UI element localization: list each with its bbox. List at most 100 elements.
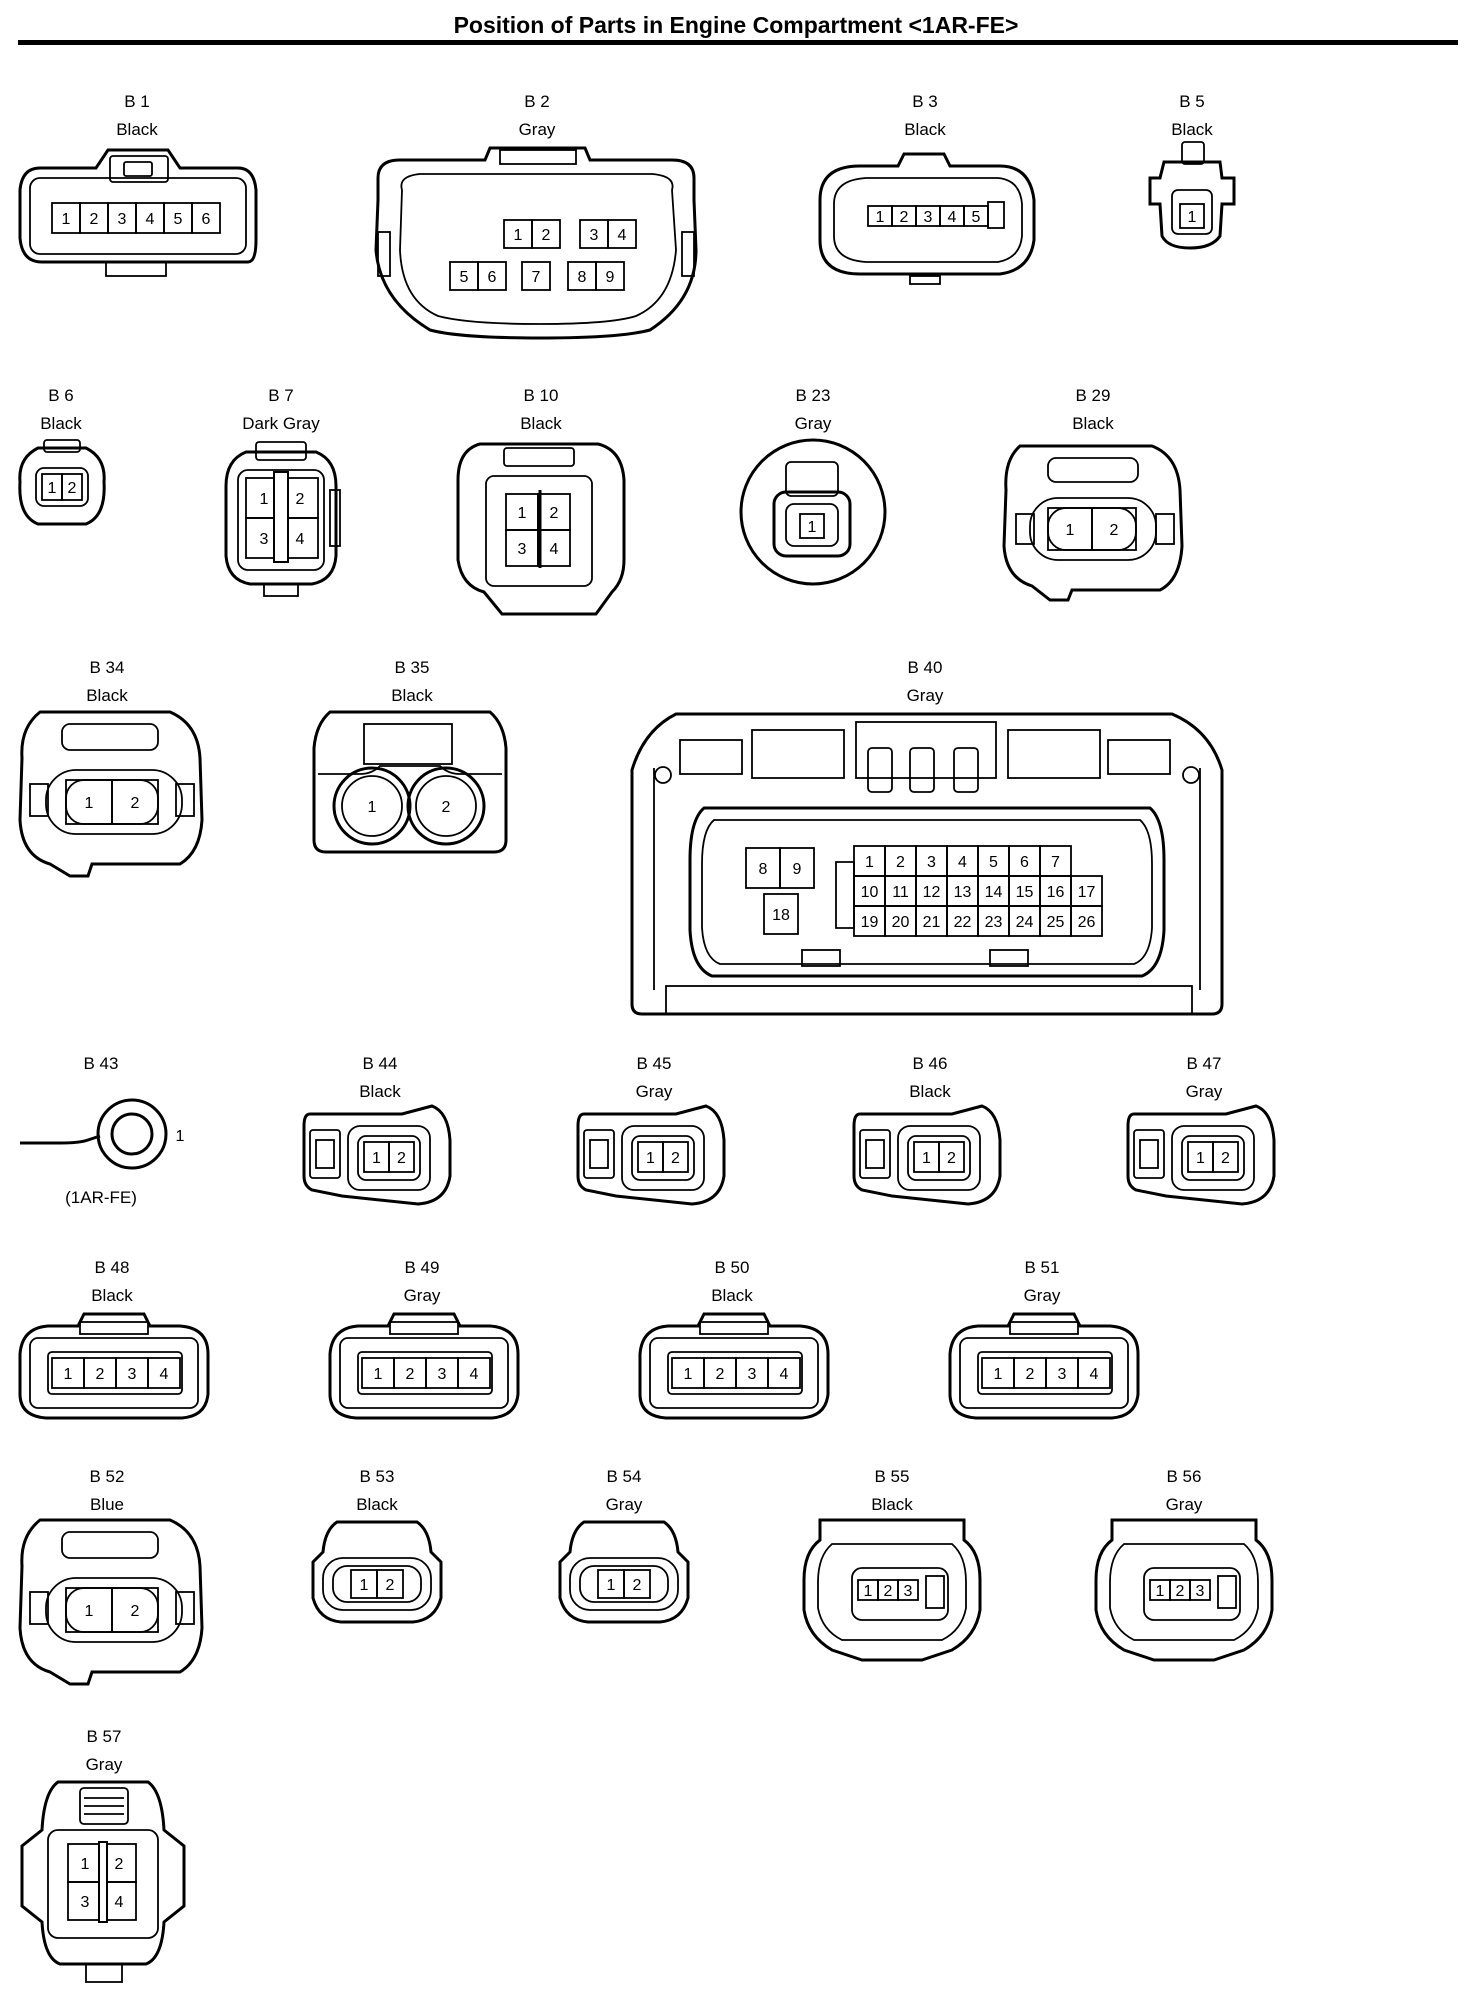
- pin-cell: [763, 893, 799, 935]
- pin-label: 2: [716, 1366, 725, 1383]
- latch: [859, 1129, 891, 1179]
- connector-color: Black: [711, 1286, 753, 1305]
- connector-color: Dark Gray: [242, 414, 320, 433]
- ring-hole: [110, 1112, 154, 1156]
- connector-code: B 54: [607, 1467, 642, 1486]
- connector-color: Black: [91, 1286, 133, 1305]
- spacer: [835, 861, 855, 929]
- connector-code: B 44: [363, 1054, 398, 1073]
- latch-slot: [867, 747, 893, 793]
- inner-outline: [45, 1577, 183, 1643]
- pin-cell: [147, 1357, 181, 1389]
- pin-label: 1: [85, 1603, 94, 1620]
- key-tab: [263, 583, 299, 597]
- inner-outline: [35, 467, 89, 507]
- pin-label: 4: [296, 531, 305, 548]
- pin-cell: [607, 219, 637, 249]
- pin-label: 3: [748, 1366, 757, 1383]
- pin-cell: [767, 1357, 801, 1389]
- pin-label: 4: [958, 854, 967, 871]
- outline: [18, 1312, 210, 1420]
- pin-label: 8: [578, 269, 587, 286]
- outline: [802, 1518, 982, 1662]
- pin-label: 4: [470, 1366, 479, 1383]
- pin-label: 1: [518, 505, 527, 522]
- pin-cell: [938, 1141, 965, 1173]
- connector-color: Blue: [90, 1495, 124, 1514]
- pin-label: 1: [176, 1128, 185, 1145]
- connector-color: Black: [520, 414, 562, 433]
- pin-label: 2: [947, 1150, 956, 1167]
- connector-color: Gray: [606, 1495, 643, 1514]
- latch: [1133, 1129, 1165, 1179]
- connector-note: (1AR-FE): [65, 1188, 137, 1207]
- pin-label: 2: [1026, 1366, 1035, 1383]
- side-rib: [1155, 513, 1175, 545]
- pin-cell: [537, 529, 571, 567]
- latch-inner: [865, 1139, 885, 1169]
- connector-color: Black: [86, 686, 128, 705]
- inner-outline: [649, 1337, 819, 1409]
- latch-slot: [909, 747, 935, 793]
- pin-label: 1: [81, 1856, 90, 1873]
- outline: [638, 1312, 830, 1420]
- pin-label: 6: [1020, 854, 1029, 871]
- outline: [630, 712, 1224, 1016]
- pin-label: 3: [1196, 1583, 1205, 1600]
- outline: [328, 1312, 520, 1420]
- pin-label: 1: [360, 1577, 369, 1594]
- outline: [224, 450, 338, 586]
- pin-cell: [531, 219, 561, 249]
- outline: [18, 446, 106, 526]
- connector-code: B 29: [1076, 386, 1111, 405]
- connector-color: Black: [909, 1082, 951, 1101]
- pin-label: 1: [865, 854, 874, 871]
- pin-label: 15: [1016, 884, 1034, 901]
- pin-housing: [977, 1351, 1113, 1395]
- outline: [1094, 1518, 1274, 1662]
- connector-code: B 52: [90, 1467, 125, 1486]
- key-tab: [105, 261, 167, 277]
- connector-color: Gray: [1166, 1495, 1203, 1514]
- inner-outline: [1109, 1543, 1259, 1641]
- pin-label: 4: [780, 1366, 789, 1383]
- pin-label: 2: [131, 795, 140, 812]
- ring-terminal: [96, 1098, 168, 1170]
- latch: [79, 1321, 149, 1335]
- center-rib: [273, 471, 289, 563]
- side-rib: [175, 783, 195, 817]
- pin-housing: [851, 1567, 949, 1621]
- latch: [503, 447, 575, 467]
- inner-outline: [569, 1557, 679, 1611]
- pin-label: 3: [81, 1894, 90, 1911]
- pin-label: 3: [1058, 1366, 1067, 1383]
- key: [989, 949, 1029, 967]
- inner-outline: [29, 177, 247, 255]
- connector-code: B 47: [1187, 1054, 1222, 1073]
- inner-outline: [318, 765, 502, 775]
- connector-code: B 56: [1167, 1467, 1202, 1486]
- pin-label: 1: [646, 1150, 655, 1167]
- latch: [1047, 457, 1139, 483]
- outline: [302, 1104, 452, 1206]
- pin-label: 6: [488, 269, 497, 286]
- connector-color: Gray: [404, 1286, 441, 1305]
- pin-label: 9: [793, 861, 802, 878]
- pin-housing: [65, 779, 159, 825]
- pin-housing: [579, 1565, 669, 1603]
- side-rib: [1015, 513, 1035, 545]
- pin-label: 7: [532, 269, 541, 286]
- latch: [79, 1787, 129, 1825]
- pin-label: 2: [90, 211, 99, 228]
- key: [801, 949, 841, 967]
- inner-outline: [688, 806, 1166, 978]
- connector-color: Black: [359, 1082, 401, 1101]
- pin-label: 6: [202, 211, 211, 228]
- latch: [785, 461, 839, 497]
